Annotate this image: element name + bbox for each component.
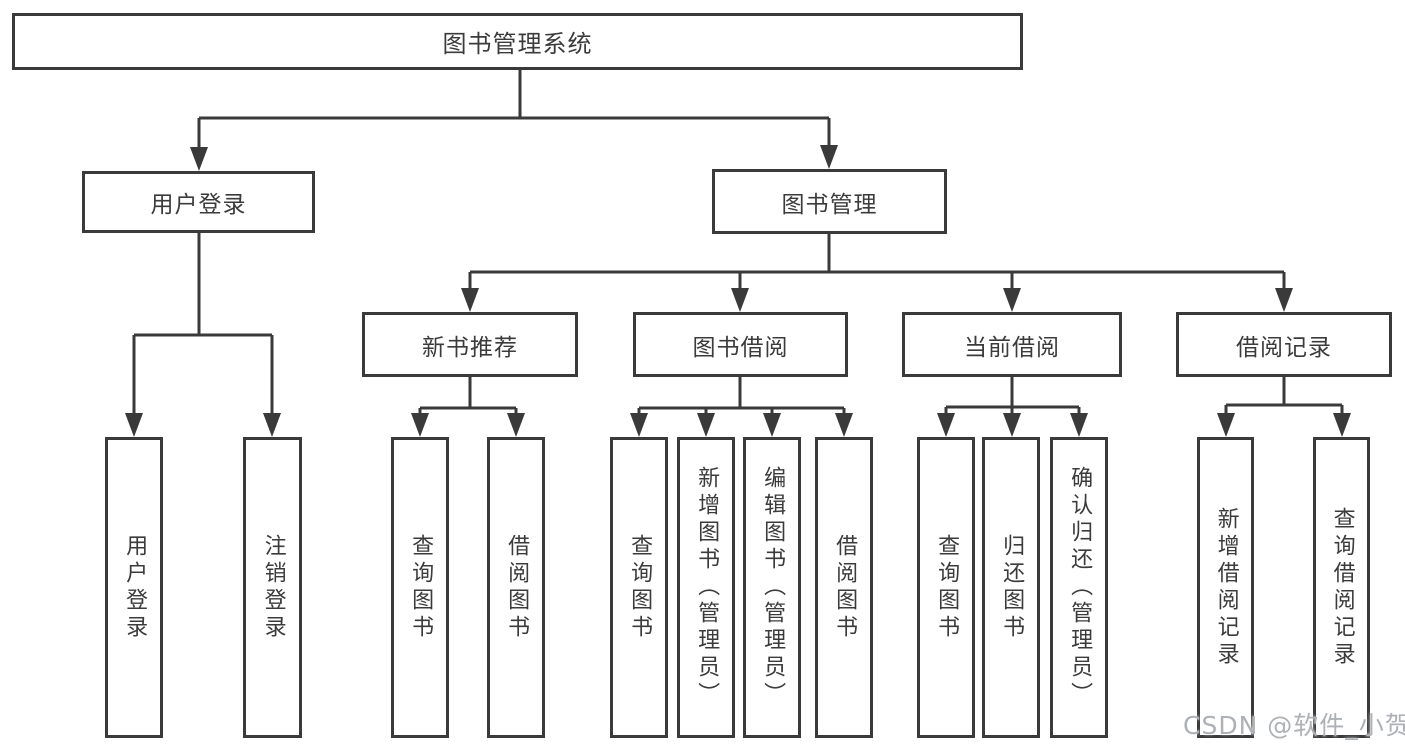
watermark: CSDN @软件_小贺同学 (1183, 711, 1405, 740)
node-book-borrow-label: 图书借阅 (692, 334, 789, 361)
leaf-add-borrow-record-label: 新增借阅记录 (1213, 506, 1239, 669)
leaf-recommend-query-books: 查询图书 (391, 437, 449, 738)
leaf-confirm-return-admin: 确认归还（管理员） (1050, 437, 1108, 738)
leaf-add-book-admin-label: 新增图书（管理员） (694, 466, 720, 709)
leaf-query-borrow-record: 查询借阅记录 (1313, 437, 1370, 738)
leaf-current-query-books-label: 查询图书 (934, 533, 960, 642)
leaf-return-book: 归还图书 (982, 437, 1040, 738)
node-user-login-label: 用户登录 (150, 192, 247, 218)
leaf-borrow-query-books-label: 查询图书 (627, 533, 653, 642)
leaf-borrow-query-books: 查询图书 (610, 437, 668, 738)
leaf-edit-book-admin-label: 编辑图书（管理员） (760, 466, 786, 709)
leaf-borrow-books: 借阅图书 (815, 437, 873, 738)
node-borrow-records: 借阅记录 (1176, 312, 1392, 377)
leaf-edit-book-admin: 编辑图书（管理员） (743, 437, 801, 738)
leaf-current-query-books: 查询图书 (917, 437, 975, 738)
leaf-add-book-admin: 新增图书（管理员） (677, 437, 735, 738)
leaf-recommend-query-books-label: 查询图书 (408, 533, 434, 642)
node-book-management-label: 图书管理 (781, 191, 878, 218)
node-new-book-recommend: 新书推荐 (362, 312, 578, 377)
node-library-system-label: 图书管理系统 (442, 30, 593, 58)
node-borrow-records-label: 借阅记录 (1236, 334, 1332, 361)
leaf-user-login-label: 用户登录 (122, 533, 148, 642)
leaf-logout-label: 注销登录 (260, 533, 286, 642)
leaf-user-login: 用户登录 (105, 437, 163, 738)
node-current-borrow: 当前借阅 (902, 312, 1122, 377)
node-user-login: 用户登录 (82, 171, 315, 233)
node-new-book-recommend-label: 新书推荐 (422, 334, 518, 361)
leaf-add-borrow-record: 新增借阅记录 (1197, 437, 1254, 738)
leaf-recommend-borrow-books-label: 借阅图书 (504, 533, 530, 642)
node-library-system: 图书管理系统 (12, 13, 1023, 70)
leaf-query-borrow-record-label: 查询借阅记录 (1329, 506, 1355, 669)
leaf-confirm-return-admin-label: 确认归还（管理员） (1067, 466, 1093, 709)
leaf-borrow-books-label: 借阅图书 (832, 533, 858, 642)
node-book-borrow: 图书借阅 (633, 312, 848, 377)
node-current-borrow-label: 当前借阅 (964, 334, 1060, 361)
leaf-logout: 注销登录 (243, 437, 302, 738)
node-book-management: 图书管理 (712, 169, 947, 234)
leaf-recommend-borrow-books: 借阅图书 (487, 437, 545, 738)
leaf-return-book-label: 归还图书 (999, 533, 1025, 642)
